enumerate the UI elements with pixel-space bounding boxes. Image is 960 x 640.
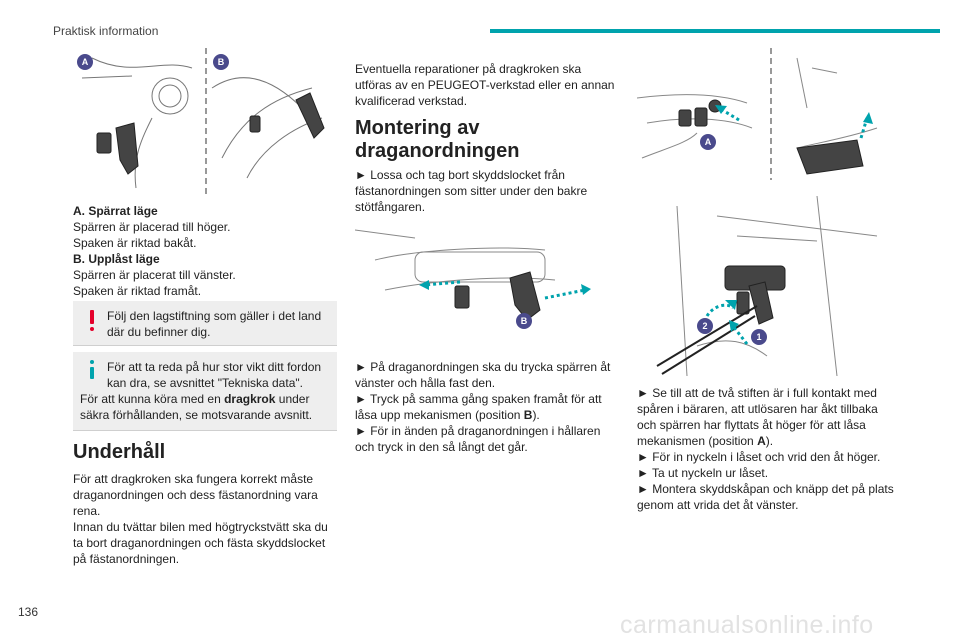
info-line1: För att ta reda på hur stor vikt ditt fo… (107, 360, 322, 374)
info-line3-pre: För att kunna köra med en (80, 392, 225, 406)
text4-line2: genom att vrida det åt vänster. (637, 498, 799, 512)
figure-unlock-mechanism (354, 220, 625, 338)
mounting-heading-line2: draganordningen (355, 140, 520, 162)
maintenance-line4: Innan du tvättar bilen med högtryckstvät… (73, 520, 328, 534)
info-line3: För att kunna köra med en dragkrok under (80, 391, 309, 407)
callout-a: A (77, 54, 93, 70)
callout-2: 2 (697, 318, 713, 334)
text1-line4-post: ). (765, 434, 774, 448)
info-icon-dot (90, 360, 94, 364)
header-accent-bar (490, 29, 940, 33)
warning-box-bottom-line (73, 345, 337, 346)
step1-line2: fästanordningen som sitter under den bak… (355, 184, 588, 198)
step3-line2-bold: B (523, 408, 533, 422)
step3-line2-pre: låsa upp mekanismen (position (355, 408, 524, 422)
callout-1: 1 (751, 329, 767, 345)
text3: ► Ta ut nyckeln ur låset. (637, 466, 769, 480)
lock-b-line2: Spaken är riktad framåt. (73, 284, 202, 298)
maintenance-line5: ta bort draganordningen och fästa skydds… (73, 536, 326, 550)
insert-coupling-illustration (636, 48, 878, 180)
watermark: carmanualsonline.info (620, 611, 874, 639)
lock-a-title: A. Spärrat läge (73, 204, 158, 218)
info-line3-bold: dragkrok (224, 392, 276, 406)
text1-line3: och spärren har flyttats åt höger för at… (637, 418, 866, 432)
info-icon (90, 367, 94, 379)
lock-b-line1: Spärren är placerat till vänster. (73, 268, 236, 282)
info-line3-post: under (275, 392, 310, 406)
step3-line2: låsa upp mekanismen (position B). (355, 407, 540, 423)
step3-line2-post: ). (532, 408, 540, 422)
text1-line1: ► Se till att de två stiften är i full k… (637, 386, 877, 400)
callout-b: B (213, 54, 229, 70)
warning-line1: Följ den lagstiftning som gäller i det l… (107, 309, 322, 323)
maintenance-line6: på fästanordningen. (73, 552, 180, 566)
warning-icon-dot (90, 327, 94, 331)
step1-line3: stötfångaren. (355, 200, 426, 214)
running-header: Praktisk information (53, 24, 159, 38)
text2: ► För in nyckeln i låset och vrid den åt… (637, 450, 881, 464)
maintenance-heading: Underhåll (73, 441, 166, 463)
step3-line1: ► Tryck på samma gång spaken framåt för … (355, 392, 602, 406)
maintenance-line2: draganordningen och dess fästanordning v… (73, 488, 318, 502)
lock-positions-illustration (81, 48, 325, 198)
text1-line2: spåren i bäraren, att utlösaren har åkt … (637, 402, 878, 416)
repair-line3: kvalificerad verkstad. (355, 94, 468, 108)
page-number: 136 (18, 605, 39, 619)
step4-line1: ► För in änden på draganordningen i håll… (355, 424, 601, 438)
maintenance-line3: rena. (73, 504, 101, 518)
warning-box (73, 301, 337, 345)
step4-line2: och tryck in den så långt det går. (355, 440, 528, 454)
unlock-mechanism-illustration (354, 229, 591, 321)
lock-a-line1: Spärren är placerad till höger. (73, 220, 231, 234)
step2-line2: vänster och hålla fast den. (355, 376, 496, 390)
info-box-bottom-line (73, 430, 337, 431)
text1-line4-bold: A (757, 434, 766, 448)
text1-line4: mekanismen (position A). (637, 433, 773, 449)
mounting-heading-line1: Montering av (355, 117, 480, 139)
figure-lock-key (637, 195, 905, 377)
lock-a-line2: Spaken är riktad bakåt. (73, 236, 197, 250)
repair-line1: Eventuella reparationer på dragkroken sk… (355, 62, 582, 76)
info-box (73, 352, 337, 430)
figure-lock-positions (72, 48, 340, 198)
info-line2: kan dra, se avsnittet "Tekniska data". (107, 376, 303, 390)
step2-line1: ► På draganordningen ska du trycka spärr… (355, 360, 611, 374)
warning-line2: där du befinner dig. (107, 325, 211, 339)
step1-line1: ► Lossa och tag bort skyddslocket från (355, 168, 565, 182)
info-line4: säkra förhållanden, se motsvarande avsni… (80, 408, 313, 422)
figure-insert-coupling (636, 48, 905, 180)
text4-line1: ► Montera skyddskåpan och knäpp det på p… (637, 482, 894, 496)
text1-line4-pre: mekanismen (position (637, 434, 758, 448)
repair-line2: utföras av en PEUGEOT-verkstad eller en … (355, 78, 615, 92)
lock-key-illustration (656, 195, 878, 377)
callout-b-mechanism: B (516, 313, 532, 329)
callout-a-coupling: A (700, 134, 716, 150)
maintenance-line1: För att dragkroken ska fungera korrekt m… (73, 472, 314, 486)
warning-icon (90, 310, 94, 324)
lock-b-title: B. Upplåst läge (73, 252, 160, 266)
